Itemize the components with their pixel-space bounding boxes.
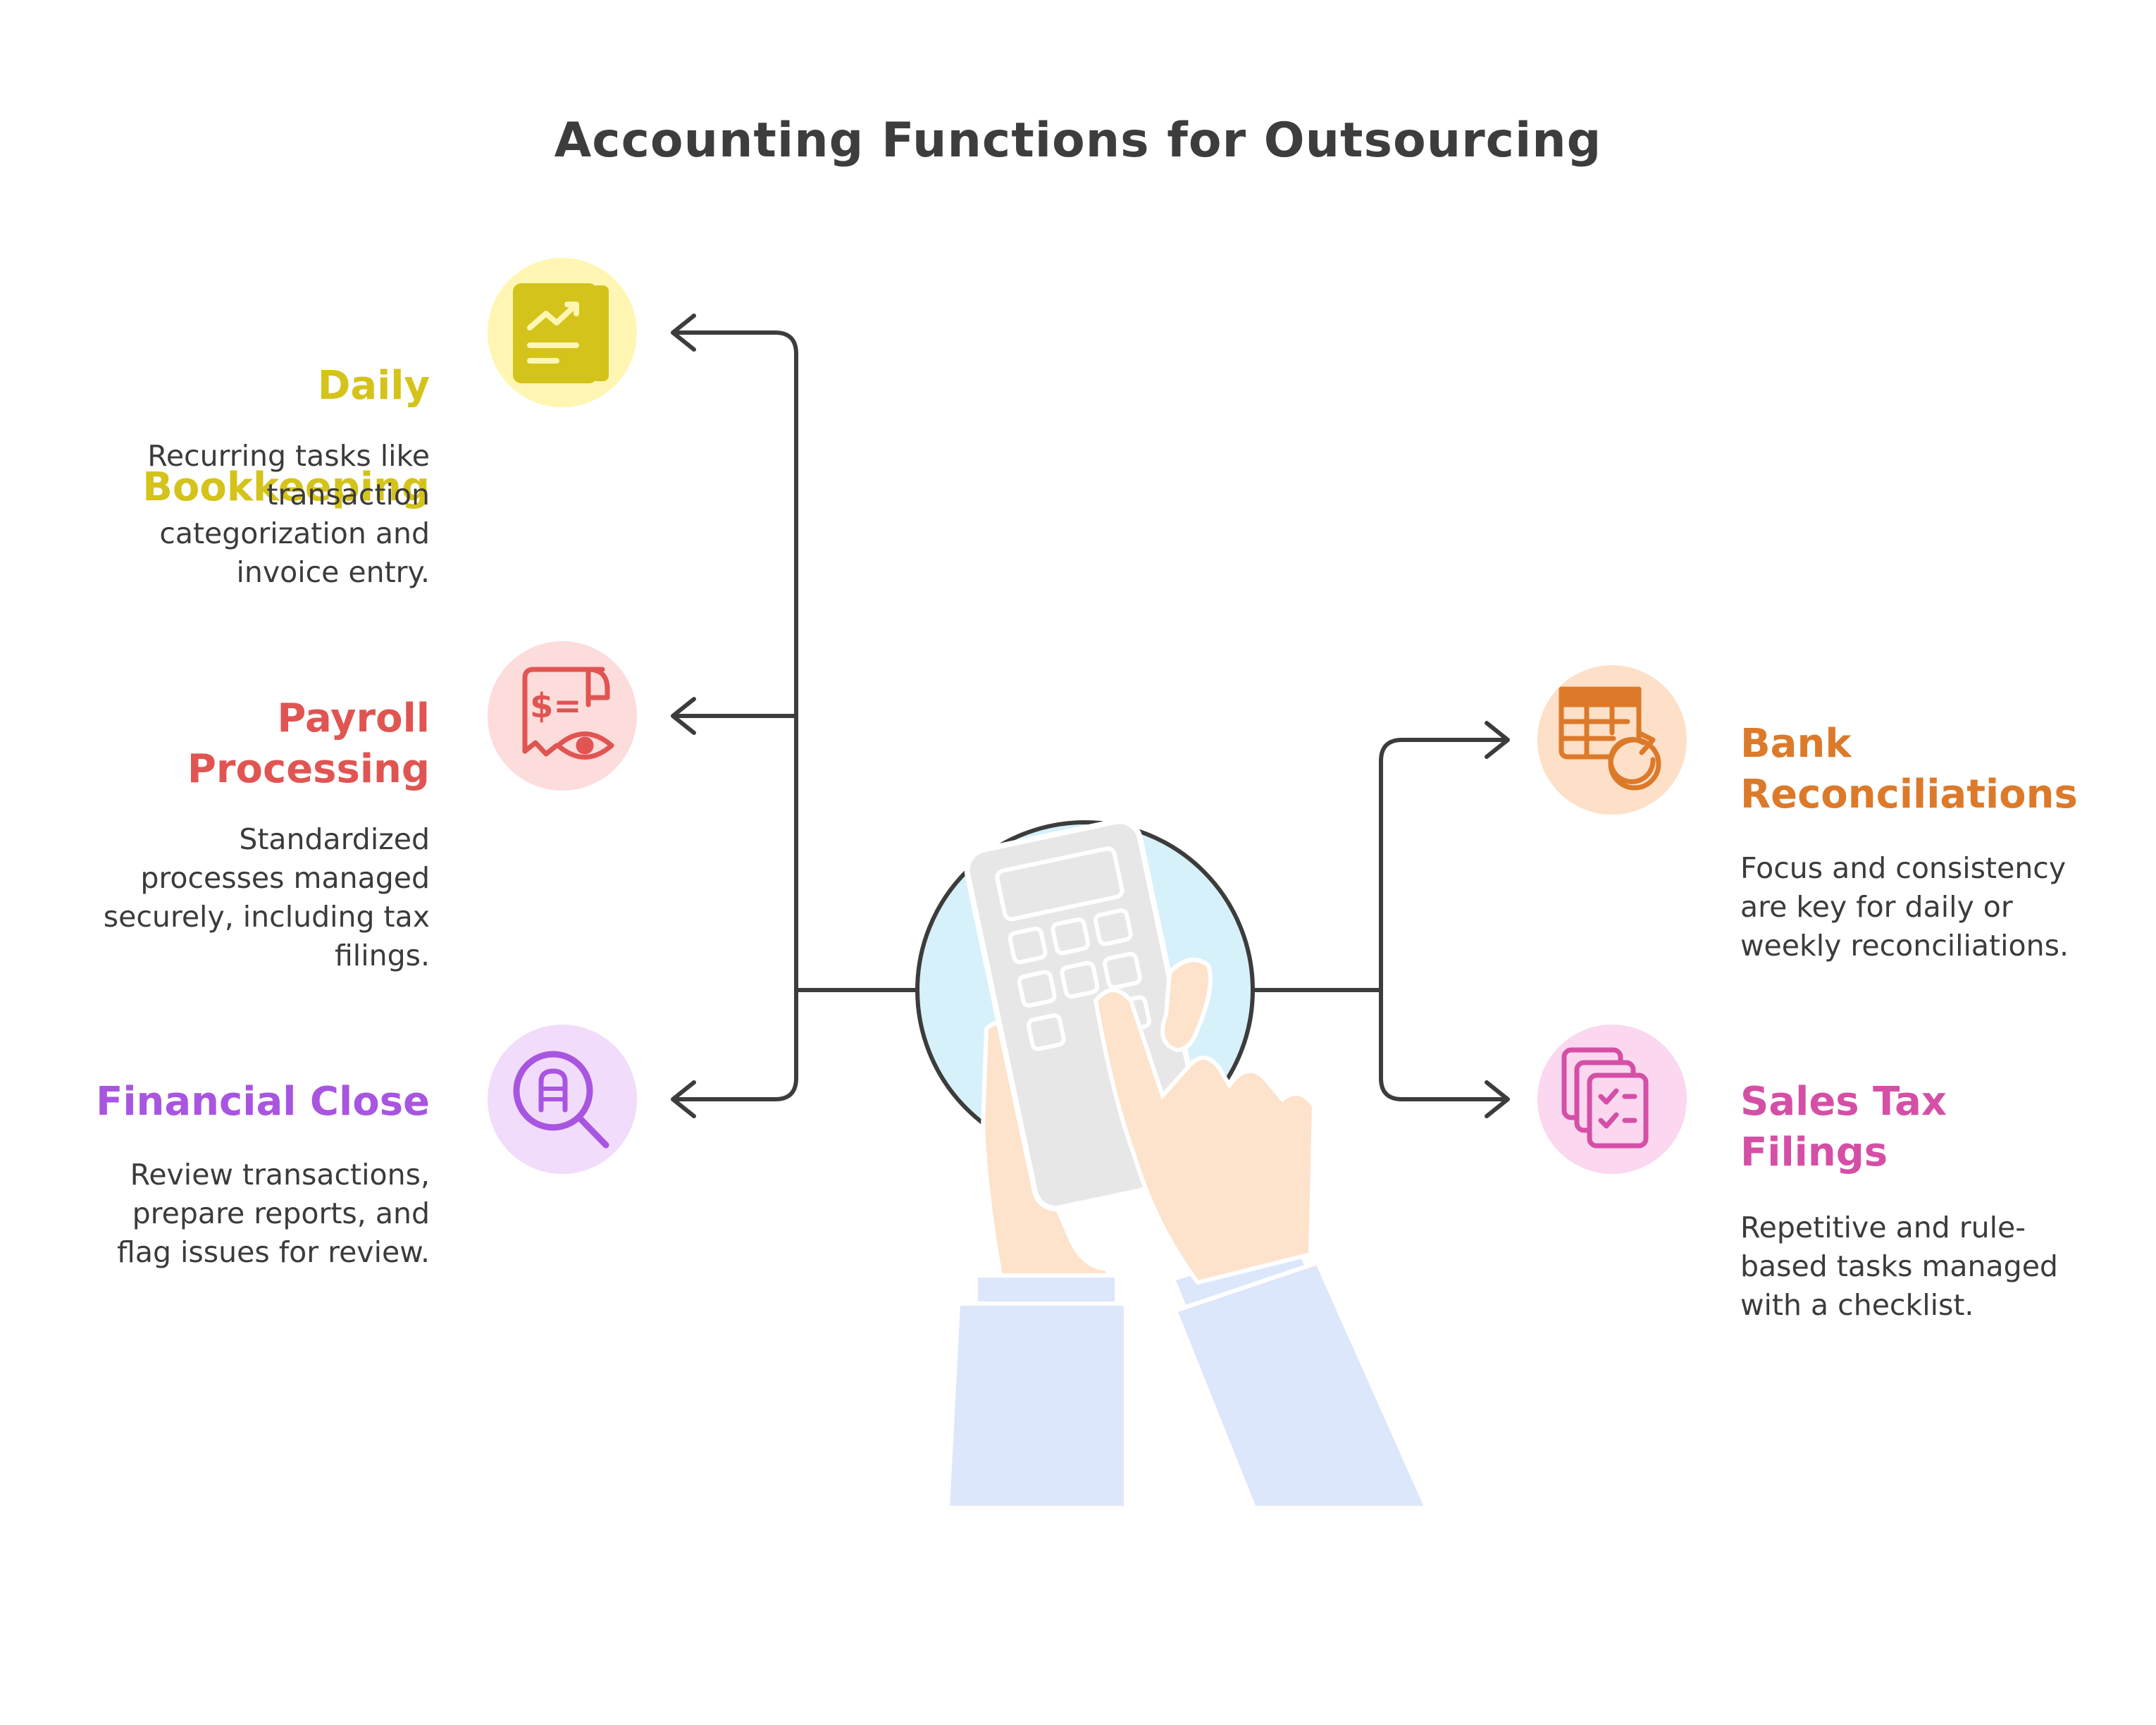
checklist-stack-icon [1561,1047,1649,1149]
item-title-line: Payroll [277,695,430,741]
item-desc-line: processes managed [140,861,430,895]
item-desc-payroll: Standardized processes managed securely,… [42,820,430,975]
svg-text:$=: $= [530,686,582,726]
pay-slip-eye-icon: $= [522,667,614,760]
item-desc-line: weekly reconciliations. [1740,929,2069,963]
item-desc-line: Focus and consistency [1740,851,2067,885]
item-title-line: Processing [187,746,430,792]
item-title-close: Financial Close [56,1077,430,1127]
item-desc-line: prepare reports, and [132,1197,430,1230]
item-desc-close: Review transactions, prepare reports, an… [42,1156,430,1272]
item-title-salestax: Sales Tax Filings [1740,1077,2135,1178]
arrow-close-head [671,1080,696,1118]
receipt-search-icon [513,1051,609,1149]
arrow-salestax-head [1485,1080,1510,1118]
table-refresh-icon [1559,686,1661,791]
item-title-line: Financial Close [96,1079,430,1125]
item-desc-line: Standardized [239,822,430,856]
item-desc-line: based tasks managed [1740,1249,2058,1283]
item-title-bookkeeping: Daily Bookkeeping [85,310,430,564]
item-title-line: Reconciliations [1740,772,2078,817]
item-desc-bookkeeping: Recurring tasks like transaction categor… [56,437,430,592]
item-desc-bank: Focus and consistency are key for daily … [1740,849,2142,965]
item-desc-line: with a checklist. [1740,1288,1974,1322]
item-desc-line: are key for daily or [1740,890,2013,924]
item-title-line: Filings [1740,1130,1888,1175]
item-desc-line: Review transactions, [130,1158,430,1192]
item-title-line: Sales Tax [1740,1079,1947,1125]
arrow-payroll-head [671,697,696,735]
item-desc-line: securely, including tax [103,900,430,934]
item-desc-salestax: Repetitive and rule- based tasks managed… [1740,1208,2142,1325]
arrow-bookkeeping-head [671,314,696,352]
diagram-title: Accounting Functions for Outsourcing [554,113,1602,168]
item-desc-line: categorization and [159,517,430,550]
item-title-line: Bookkeeping [142,464,430,510]
item-desc-line: invoice entry. [236,555,430,589]
item-title-payroll: Payroll Processing [85,693,430,795]
item-desc-line: filings. [334,939,430,972]
calculator-hands-icon [915,818,1430,1510]
ledger-chart-icon [513,283,609,383]
branch-right-line [1379,738,1506,1101]
connector-lines [671,314,1510,1118]
item-desc-line: Recurring tasks like [147,439,430,473]
item-title-line: Bank [1740,721,1852,767]
item-desc-line: transaction [266,478,430,512]
arrow-bank-head [1485,721,1510,759]
item-desc-line: flag issues for review. [117,1235,430,1269]
item-title-bank: Bank Reconciliations [1740,719,2135,820]
item-desc-line: Repetitive and rule- [1740,1211,2026,1244]
item-title-line: Daily [317,363,430,409]
